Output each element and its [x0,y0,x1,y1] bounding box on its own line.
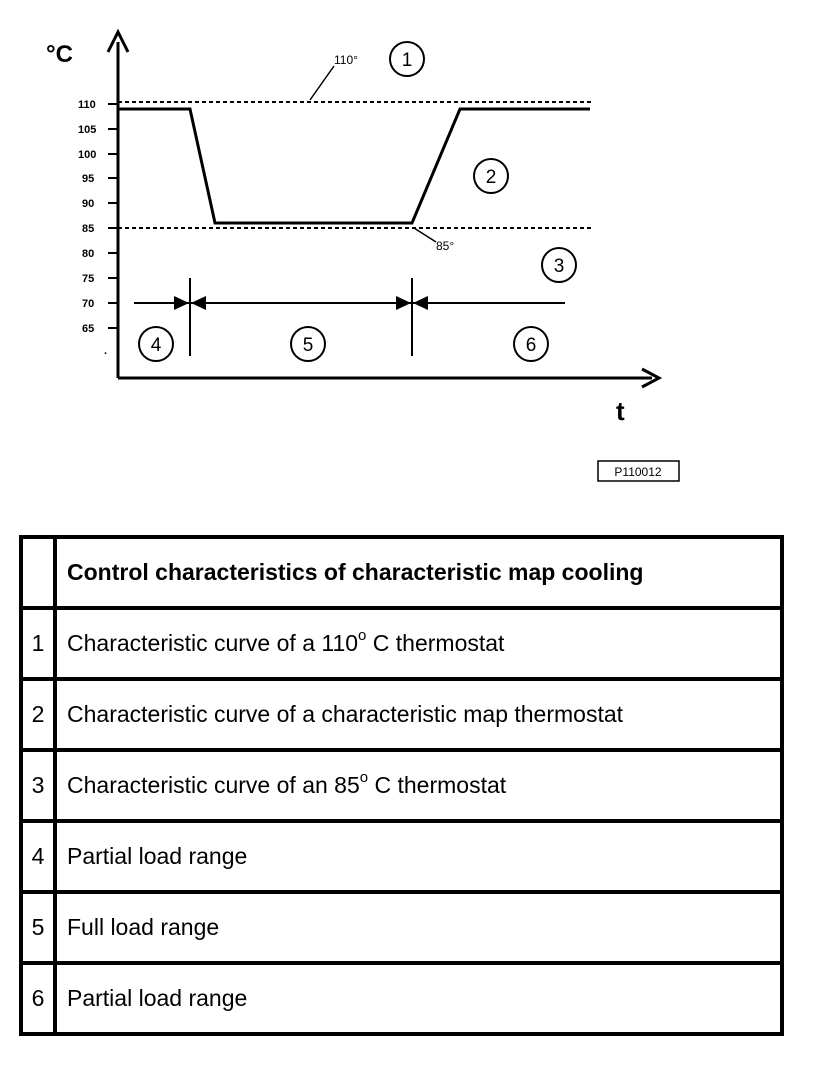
y-tick-label: 100 [78,149,96,161]
legend-row-number: 1 [19,606,57,681]
legend-text: Characteristic curve of an 85 [67,772,360,798]
legend-row-number: 6 [19,961,57,1036]
table-row: 3 Characteristic curve of an 85o C therm… [19,748,784,823]
legend-row-text: Characteristic curve of a characteristic… [53,677,784,752]
legend-row-text: Characteristic curve of an 85o C thermos… [53,748,784,823]
map-thermostat-curve [118,107,590,225]
y-tick-label: . [104,345,107,357]
annotation-85: 85° [436,239,454,253]
circled-number-2: 2 [473,158,509,194]
circled-number-text: 6 [526,335,537,356]
legend-header-row: Control characteristics of characteristi… [19,535,784,610]
degree-mark: o [358,627,367,645]
circled-number-text: 4 [151,335,162,356]
x-axis-arrow [641,367,663,389]
circled-number-6: 6 [513,326,549,362]
time-label: t [616,396,625,426]
table-row: 4 Partial load range [19,819,784,894]
unit-label: °C [46,41,73,68]
y-tick-label: 70 [82,298,94,310]
table-row: 1 Characteristic curve of a 110o C therm… [19,606,784,681]
figure-code: P110012 [614,465,661,479]
legend-row-number: 3 [19,748,57,823]
y-ticks [108,103,118,329]
legend-text-suffix: C thermostat [366,630,505,656]
legend-header: Control characteristics of characteristi… [53,535,784,610]
legend-header-blank [19,535,57,610]
legend-text: Characteristic curve of a characteristic… [67,701,624,727]
annotation-85-leader [413,227,437,243]
circled-number-text: 5 [303,335,314,356]
table-row: 5 Full load range [19,890,784,965]
y-tick-label: 80 [82,248,94,260]
legend-row-text: Partial load range [53,961,784,1036]
y-tick-label: 75 [82,273,94,285]
y-tick-label: 65 [82,323,94,335]
legend-row-number: 4 [19,819,57,894]
circled-number-text: 2 [486,167,497,188]
legend-row-number: 5 [19,890,57,965]
annotation-110: 110° [334,53,358,67]
y-tick-label: 85 [82,223,94,235]
circled-number-1: 1 [389,41,425,77]
legend-row-text: Characteristic curve of a 110o C thermos… [53,606,784,681]
legend-row-text: Partial load range [53,819,784,894]
legend-row-text: Full load range [53,890,784,965]
legend-text: Partial load range [67,843,248,869]
circled-number-text: 3 [554,256,565,277]
degree-mark: o [359,769,369,787]
annotation-110-leader [309,65,335,101]
figure-code-box [597,460,680,482]
circled-number-text: 1 [402,50,413,71]
y-tick-label: 110 [78,99,96,111]
table-row: 2 Characteristic curve of a characterist… [19,677,784,752]
legend-table: Control characteristics of characteristi… [19,535,784,1036]
range-arrows [174,296,428,310]
circled-number-5: 5 [290,326,326,362]
legend-text: Partial load range [67,985,248,1011]
legend-text: Characteristic curve of a 110 [67,630,359,656]
table-row: 6 Partial load range [19,961,784,1036]
y-axis-arrow [106,28,130,53]
circled-number-3: 3 [541,247,577,283]
circled-number-4: 4 [138,326,174,362]
legend-text-suffix: C thermostat [368,772,507,798]
legend-row-number: 2 [19,677,57,752]
y-tick-label: 90 [82,198,94,210]
y-tick-label: 105 [78,124,96,136]
thermostat-diagram: °C t 110 105 100 95 90 85 80 75 70 65 . … [46,28,680,482]
legend-text: Full load range [67,914,220,940]
y-tick-label: 95 [82,173,94,185]
y-tick-labels: 110 105 100 95 90 85 80 75 70 65 . [78,99,107,357]
